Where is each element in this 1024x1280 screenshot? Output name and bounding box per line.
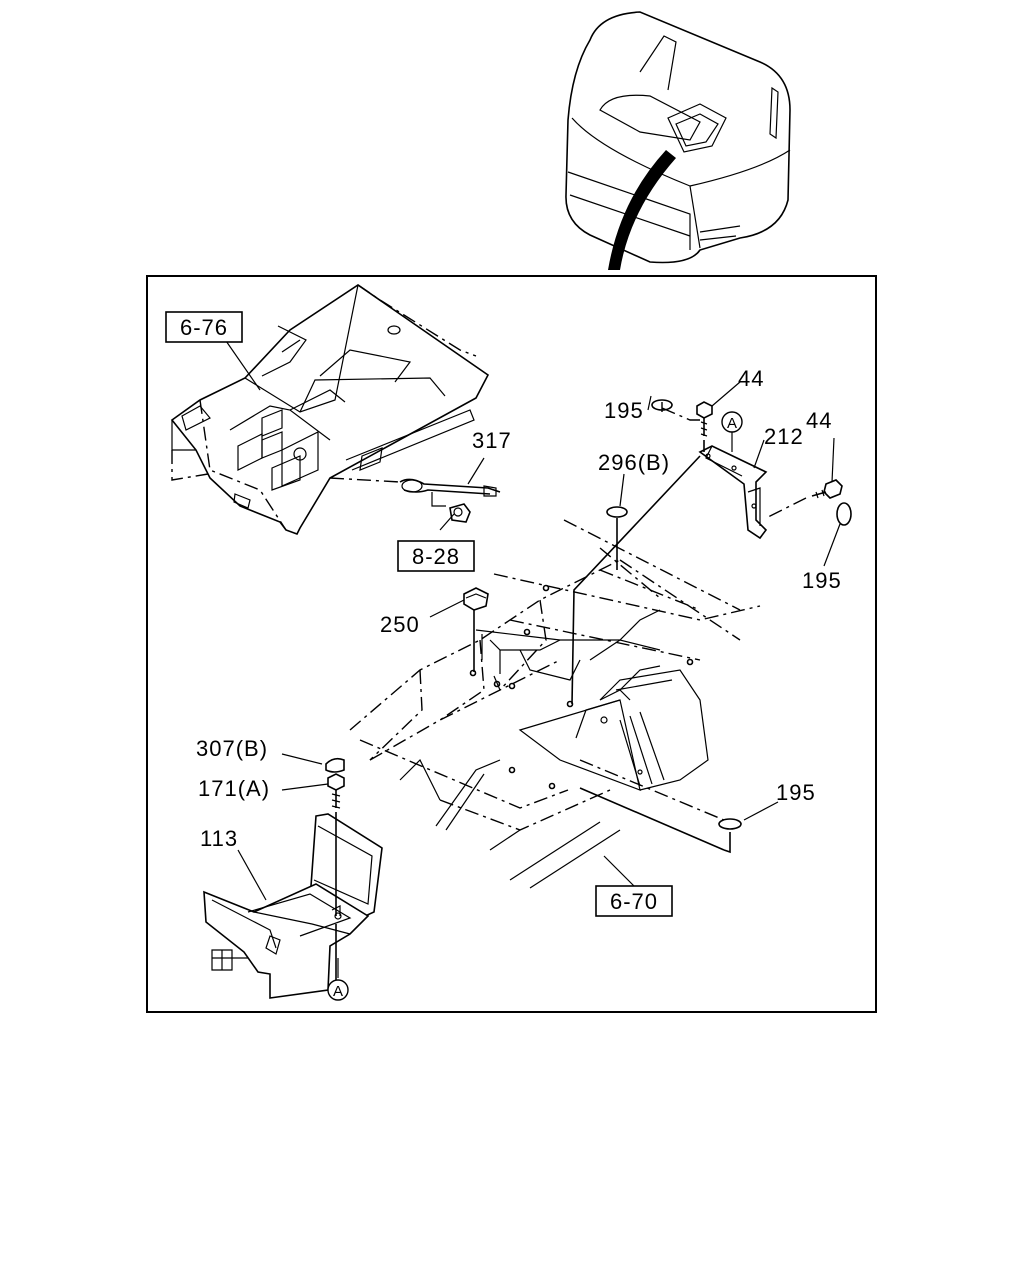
floor-structure-part — [349, 519, 761, 889]
bolt-part-44-right — [765, 479, 843, 519]
ref-box-6-76 — [165, 311, 243, 343]
detail-frame — [146, 275, 877, 1013]
label-212: 212 — [764, 424, 804, 449]
ref-label-6-70: 6-70 — [610, 889, 658, 914]
clip-part-250 — [463, 587, 489, 672]
cable-part-317 — [399, 478, 501, 523]
bolt-part-44-top — [696, 401, 713, 452]
label-307b: 307(B) — [196, 736, 268, 761]
screw-part-171a — [327, 773, 345, 980]
cap-part-307b — [325, 757, 345, 773]
ref-box-8-28 — [397, 540, 475, 572]
tray-part-113 — [203, 813, 383, 999]
marker-a-bottom-circle — [327, 979, 349, 1001]
marker-a-bottom: A — [333, 983, 343, 1000]
label-195-right: 195 — [802, 568, 842, 593]
ref-box-6-70 — [595, 885, 673, 917]
label-250: 250 — [380, 612, 420, 637]
bracket-part-212 — [571, 445, 768, 705]
label-171a: 171(A) — [198, 776, 270, 801]
leader-lines — [223, 337, 841, 978]
grommet-part-195-bottom — [718, 818, 742, 830]
marker-a-top-circle — [721, 411, 743, 433]
truck-cab-thumbnail — [565, 11, 791, 270]
ref-label-6-76: 6-76 — [180, 315, 228, 340]
grommet-part-296b — [606, 506, 628, 570]
label-113: 113 — [200, 826, 238, 851]
upper-console-part — [170, 284, 490, 535]
label-44-right: 44 — [806, 408, 832, 433]
label-296b: 296(B) — [598, 450, 670, 475]
label-44-top: 44 — [738, 366, 764, 391]
marker-a-top: A — [727, 415, 737, 432]
label-317: 317 — [472, 428, 512, 453]
label-195-bottom: 195 — [776, 780, 816, 805]
ref-label-8-28: 8-28 — [412, 544, 460, 569]
label-195-top: 195 — [604, 398, 644, 423]
grommet-part-195-right — [836, 502, 852, 526]
